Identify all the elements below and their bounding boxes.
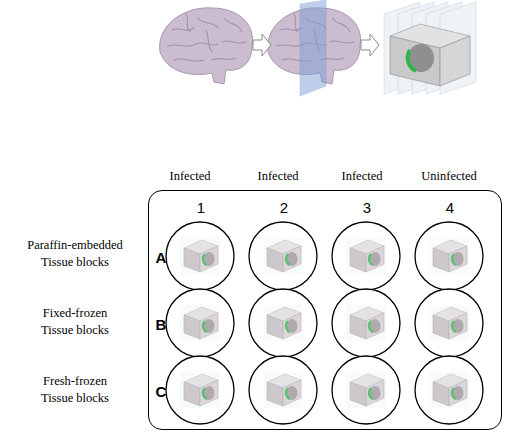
column-header: Infected xyxy=(233,168,323,185)
column-number: 4 xyxy=(446,199,454,216)
well-plate: 1 2 3 4A B C xyxy=(148,190,502,430)
flow-arrow xyxy=(253,34,271,56)
row-letter: A xyxy=(156,249,167,266)
tissue-block-icon xyxy=(180,238,469,408)
column-number: 3 xyxy=(363,199,371,216)
row-label: Fixed-frozen Tissue blocks xyxy=(32,305,118,339)
row-letter: B xyxy=(156,316,167,333)
column-number: 2 xyxy=(280,199,288,216)
slice-plane xyxy=(300,0,326,96)
row-label: Fresh-frozen Tissue blocks xyxy=(32,373,118,407)
row-label: Paraffin-embedded Tissue blocks xyxy=(19,237,131,271)
row-letter: C xyxy=(156,383,167,400)
column-number: 1 xyxy=(197,199,205,216)
brain-image xyxy=(160,8,253,84)
well-circle xyxy=(166,222,483,424)
column-header: Uninfected xyxy=(399,168,499,185)
column-header: Infected xyxy=(317,168,407,185)
column-header: Infected xyxy=(145,168,235,185)
tissue-block-image xyxy=(384,2,476,94)
flow-arrow xyxy=(361,34,379,56)
